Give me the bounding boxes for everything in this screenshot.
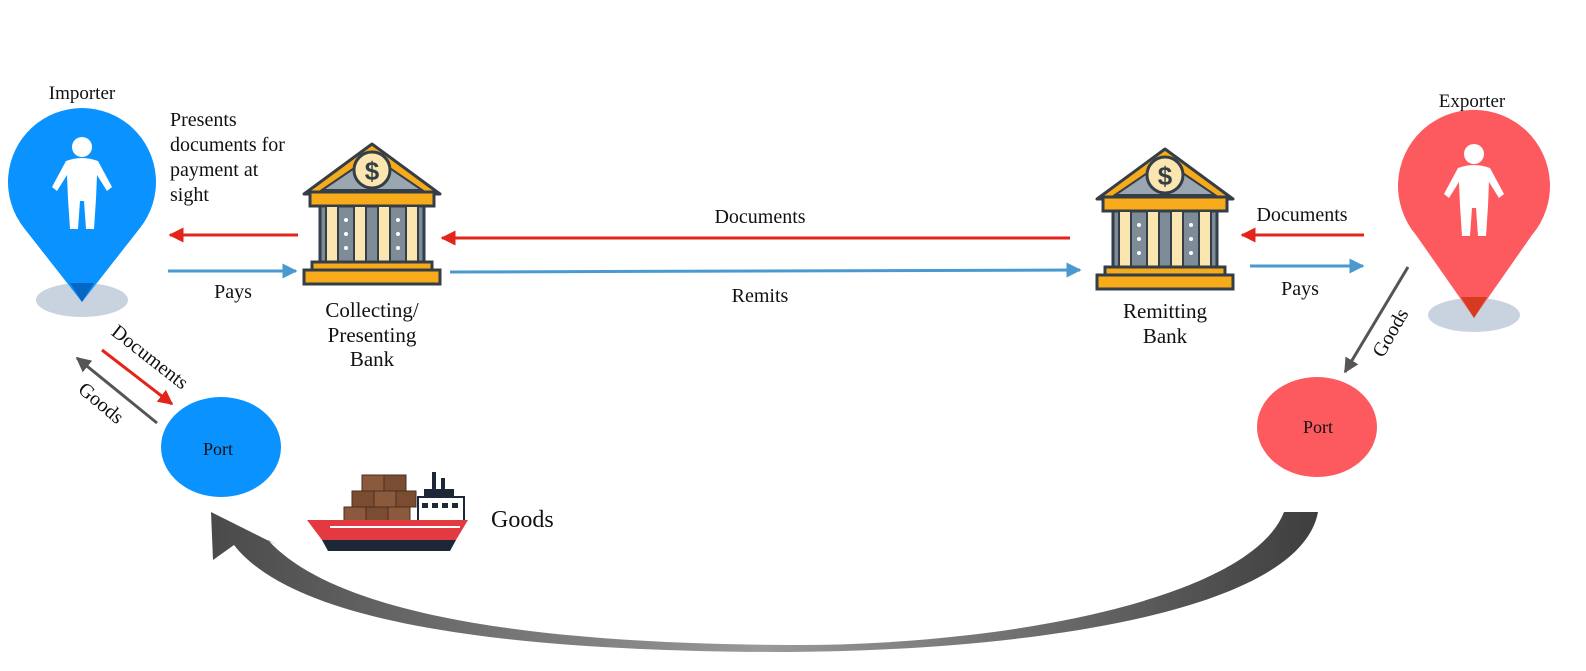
importer-documents-arrow (101, 348, 174, 406)
importer: Importer (8, 83, 157, 317)
shipping-goods-label: Goods (491, 507, 554, 533)
exporter-label: Exporter (1439, 91, 1506, 112)
dollar-sign-icon: $ (1158, 161, 1173, 191)
exporter-goods-arrow (1343, 266, 1410, 374)
exporter-pays-label: Pays (1281, 278, 1319, 300)
importer-goods-arrow (75, 356, 158, 425)
collecting-bank-label-3: Bank (350, 347, 395, 371)
remits-arrow (449, 262, 1082, 278)
bank-icon: $ (302, 142, 442, 286)
person-pin-icon (8, 108, 157, 317)
presents-label-4: sight (170, 184, 209, 206)
exporter-port-label: Port (1303, 417, 1333, 437)
exporter-goods-label: Goods (1368, 305, 1413, 361)
collecting-bank: $ Collecting/ Presenting Bank (302, 142, 442, 371)
presents-label-1: Presents (170, 109, 237, 131)
remits-label: Remits (732, 285, 789, 307)
importer-port: Port (161, 397, 281, 497)
exporter: Exporter (1398, 91, 1550, 332)
dollar-sign-icon: $ (365, 156, 380, 186)
person-pin-icon (1398, 109, 1550, 332)
cargo-ship-icon (307, 472, 468, 551)
remitting-bank-label-1: Remitting (1123, 299, 1208, 323)
collecting-bank-label-2: Presenting (328, 323, 417, 347)
importer-pays-label: Pays (214, 281, 252, 303)
remitting-bank: $ Remitting Bank (1095, 147, 1235, 348)
importer-goods-label: Goods (74, 378, 128, 429)
importer-documents-label: Documents (107, 321, 192, 395)
importer-label: Importer (49, 83, 116, 104)
documents-center-label: Documents (714, 206, 805, 228)
collecting-bank-label-1: Collecting/ (325, 298, 418, 322)
presents-label-3: payment at (170, 159, 259, 181)
importer-port-label: Port (203, 439, 233, 459)
documents-exporter-label: Documents (1256, 204, 1347, 226)
bank-icon: $ (1095, 147, 1235, 291)
exporter-port: Port (1257, 377, 1377, 477)
presents-label-2: documents for (170, 134, 285, 156)
remitting-bank-label-2: Bank (1143, 324, 1188, 348)
